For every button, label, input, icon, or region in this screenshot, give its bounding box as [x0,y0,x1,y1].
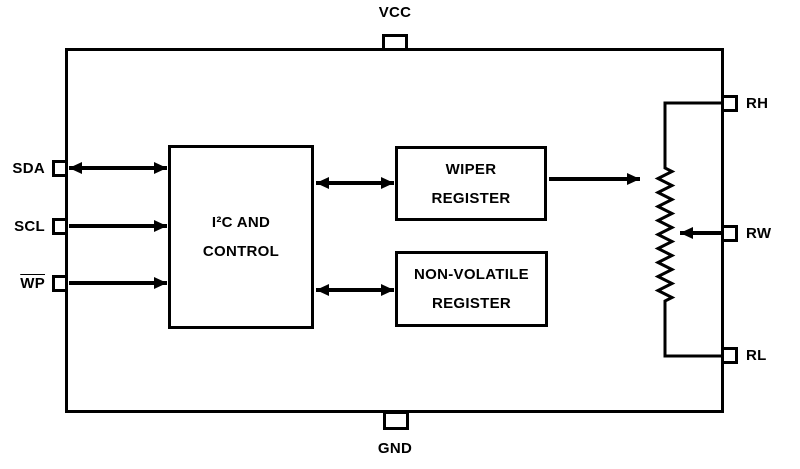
block-nonvolatile-register: NON-VOLATILE REGISTER [395,251,548,327]
resistor-symbol [654,101,722,358]
pin-label-rh: RH [746,95,769,112]
pin-label-wp: WP [0,275,45,292]
pin-label-wp-text: WP [20,275,45,292]
pin-label-rl: RL [746,347,767,364]
pin-wp [52,275,68,292]
pin-label-vcc: VCC [378,4,412,21]
block-i2c-control: I²C AND CONTROL [168,145,314,329]
block-i2c-control-line2: CONTROL [202,243,280,260]
pin-label-rw: RW [746,225,772,242]
pin-rl [721,347,738,364]
pin-label-gnd: GND [377,440,413,457]
block-wiper-register-line2: REGISTER [431,189,511,207]
pin-label-sda: SDA [12,160,45,177]
pin-gnd [383,411,409,430]
pin-scl [52,218,68,235]
block-wiper-register-line1: WIPER [445,160,497,178]
block-wiper-register: WIPER REGISTER [395,146,547,221]
pin-sda [52,160,68,177]
pin-vcc [382,34,408,51]
pin-rh [721,95,738,112]
pin-label-scl: SCL [14,218,45,235]
block-nonvolatile-register-line2: REGISTER [431,295,512,312]
block-nonvolatile-register-line1: NON-VOLATILE [414,266,529,283]
block-i2c-control-line1: I²C AND [211,214,271,231]
pin-rw [721,225,738,242]
